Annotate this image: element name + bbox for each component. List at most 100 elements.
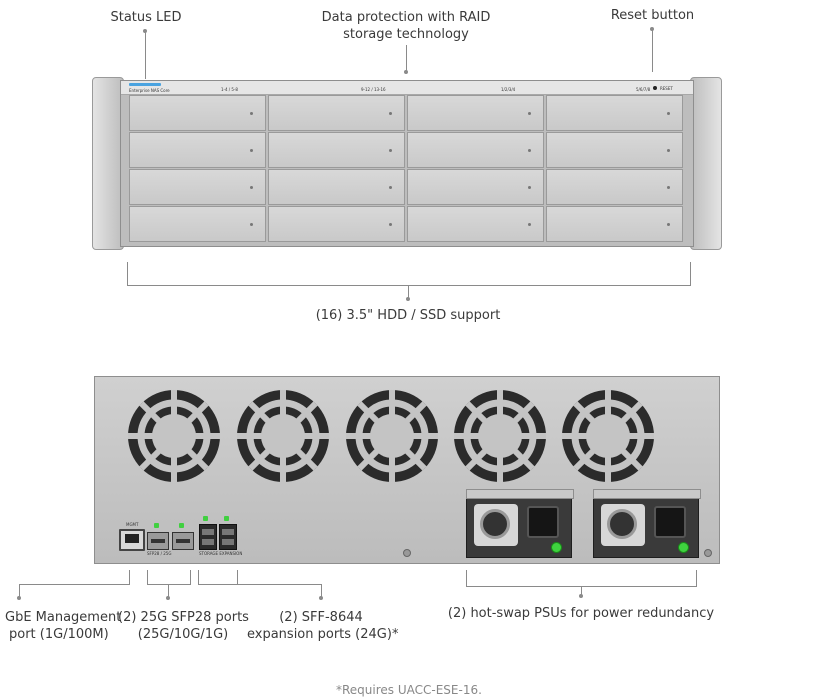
sfp-label: SFP28 / 25G bbox=[147, 551, 172, 556]
sff-connector-icon bbox=[202, 529, 214, 535]
raid-label-line1: Data protection with RAID bbox=[321, 10, 491, 25]
bay-latch-icon bbox=[250, 186, 253, 189]
status-led-label: Status LED bbox=[110, 10, 182, 25]
drive-bay[interactable] bbox=[129, 169, 266, 205]
sff-8644-port-1[interactable] bbox=[199, 524, 217, 550]
psu-fan-grille-icon bbox=[607, 509, 637, 539]
psu-handle-icon[interactable] bbox=[474, 504, 518, 546]
gbe-label-line2: port (1G/100M) bbox=[9, 627, 109, 642]
drive-bay[interactable] bbox=[546, 169, 683, 205]
bay-latch-icon bbox=[528, 186, 531, 189]
sfp-bracket-bottom bbox=[147, 584, 191, 585]
drive-bay[interactable] bbox=[407, 169, 544, 205]
sff-8644-port-2[interactable] bbox=[219, 524, 237, 550]
sff-port-1-led bbox=[203, 516, 208, 521]
psu-status-led bbox=[551, 542, 562, 553]
hot-swap-psu[interactable] bbox=[593, 489, 701, 558]
bay-latch-icon bbox=[389, 223, 392, 226]
drive-bay[interactable] bbox=[129, 95, 266, 131]
bay-latch-icon bbox=[667, 149, 670, 152]
drive-bay[interactable] bbox=[129, 206, 266, 242]
drive-bay[interactable] bbox=[129, 132, 266, 168]
drive-bay[interactable] bbox=[268, 95, 405, 131]
gbe-callout: GbE Management port (1G/100M) bbox=[5, 609, 121, 643]
drive-bay-grid bbox=[129, 95, 685, 243]
bay-latch-icon bbox=[389, 149, 392, 152]
bay-latch-icon bbox=[667, 223, 670, 226]
drive-bay[interactable] bbox=[268, 169, 405, 205]
gbe-management-port[interactable] bbox=[119, 529, 145, 551]
drive-bay[interactable] bbox=[268, 132, 405, 168]
sfp28-port-2[interactable] bbox=[172, 532, 194, 550]
sfp-label-line2: (25G/10G/1G) bbox=[137, 627, 229, 642]
sfp-bracket-left bbox=[147, 570, 148, 584]
drive-bay[interactable] bbox=[407, 95, 544, 131]
status-led bbox=[129, 83, 161, 86]
bay-latch-icon bbox=[528, 149, 531, 152]
sff-bracket-dot bbox=[319, 596, 323, 600]
sff-connector-icon bbox=[222, 539, 234, 545]
bay-group-label-1: 1-4 / 5-8 bbox=[221, 87, 238, 92]
gbe-leader-horizontal bbox=[19, 584, 130, 585]
sfp-label-line1: (2) 25G SFP28 ports bbox=[118, 610, 249, 625]
front-face: Enterprise NAS Core 1-4 / 5-8 9-12 / 13-… bbox=[120, 80, 694, 247]
sfp-cage-icon bbox=[176, 539, 190, 543]
bays-bracket-bottom bbox=[127, 285, 691, 286]
power-socket-icon bbox=[654, 506, 686, 538]
sff-bracket-left bbox=[198, 570, 199, 584]
bay-group-label-4: 5/6/7/8 bbox=[636, 87, 651, 92]
psu-bays bbox=[95, 377, 719, 563]
bays-bracket-right bbox=[690, 262, 691, 285]
drive-bay[interactable] bbox=[546, 95, 683, 131]
psu-status-led bbox=[678, 542, 689, 553]
fan-icon bbox=[562, 390, 654, 482]
drive-bay[interactable] bbox=[407, 206, 544, 242]
sfp-port-1-led bbox=[154, 523, 159, 528]
reset-leader-dot bbox=[650, 27, 654, 31]
reset-button-callout: Reset button bbox=[600, 7, 705, 24]
power-socket-icon bbox=[527, 506, 559, 538]
bay-latch-icon bbox=[667, 186, 670, 189]
hot-swap-psu[interactable] bbox=[466, 489, 574, 558]
raid-leader bbox=[406, 45, 407, 73]
fan-icon bbox=[454, 390, 546, 482]
footnote: *Requires UACC-ESE-16. bbox=[336, 683, 482, 697]
raid-callout: Data protection with RAID storage techno… bbox=[306, 9, 506, 43]
gbe-leader-stem bbox=[19, 584, 20, 598]
bays-bracket-left bbox=[127, 262, 128, 285]
drive-bay[interactable] bbox=[546, 132, 683, 168]
sfp28-port-1[interactable] bbox=[147, 532, 169, 550]
sff-connector-icon bbox=[202, 539, 214, 545]
bays-bracket-stem bbox=[408, 285, 409, 300]
raid-leader-dot bbox=[404, 70, 408, 74]
status-led-leader-dot bbox=[143, 29, 147, 33]
sfp-bracket-right bbox=[190, 570, 191, 584]
bay-latch-icon bbox=[528, 112, 531, 115]
psu-bracket-dot bbox=[579, 594, 583, 598]
screw-icon bbox=[403, 549, 411, 557]
sff-label: STORAGE EXPANSION bbox=[199, 551, 243, 556]
drive-bay[interactable] bbox=[546, 206, 683, 242]
sfp-callout: (2) 25G SFP28 ports (25G/10G/1G) bbox=[118, 609, 249, 643]
brand-label: Enterprise NAS Core bbox=[129, 88, 170, 93]
psu-bracket-left bbox=[466, 570, 467, 586]
psu-top-tab bbox=[466, 489, 574, 499]
sff-bracket-right bbox=[237, 570, 238, 584]
gbe-label-line1: GbE Management bbox=[5, 610, 122, 625]
sff-label-line2: expansion ports (24G)* bbox=[247, 627, 399, 642]
reset-button[interactable] bbox=[653, 86, 657, 90]
sff-bracket-stem bbox=[321, 584, 322, 598]
fan-icon bbox=[346, 390, 438, 482]
psu-bracket-stem bbox=[581, 586, 582, 596]
front-chassis: Enterprise NAS Core 1-4 / 5-8 9-12 / 13-… bbox=[92, 77, 722, 250]
mgmt-port-label: MGMT bbox=[126, 522, 139, 527]
psu-handle-icon[interactable] bbox=[601, 504, 645, 546]
drive-bay[interactable] bbox=[407, 132, 544, 168]
reset-leader bbox=[652, 28, 653, 72]
psu-fan-grille-icon bbox=[480, 509, 510, 539]
sff-label-line1: (2) SFF-8644 bbox=[279, 610, 363, 625]
sfp-port-2-led bbox=[179, 523, 184, 528]
bay-group-label-2: 9-12 / 13-16 bbox=[361, 87, 386, 92]
bay-latch-icon bbox=[389, 186, 392, 189]
drive-bay[interactable] bbox=[268, 206, 405, 242]
